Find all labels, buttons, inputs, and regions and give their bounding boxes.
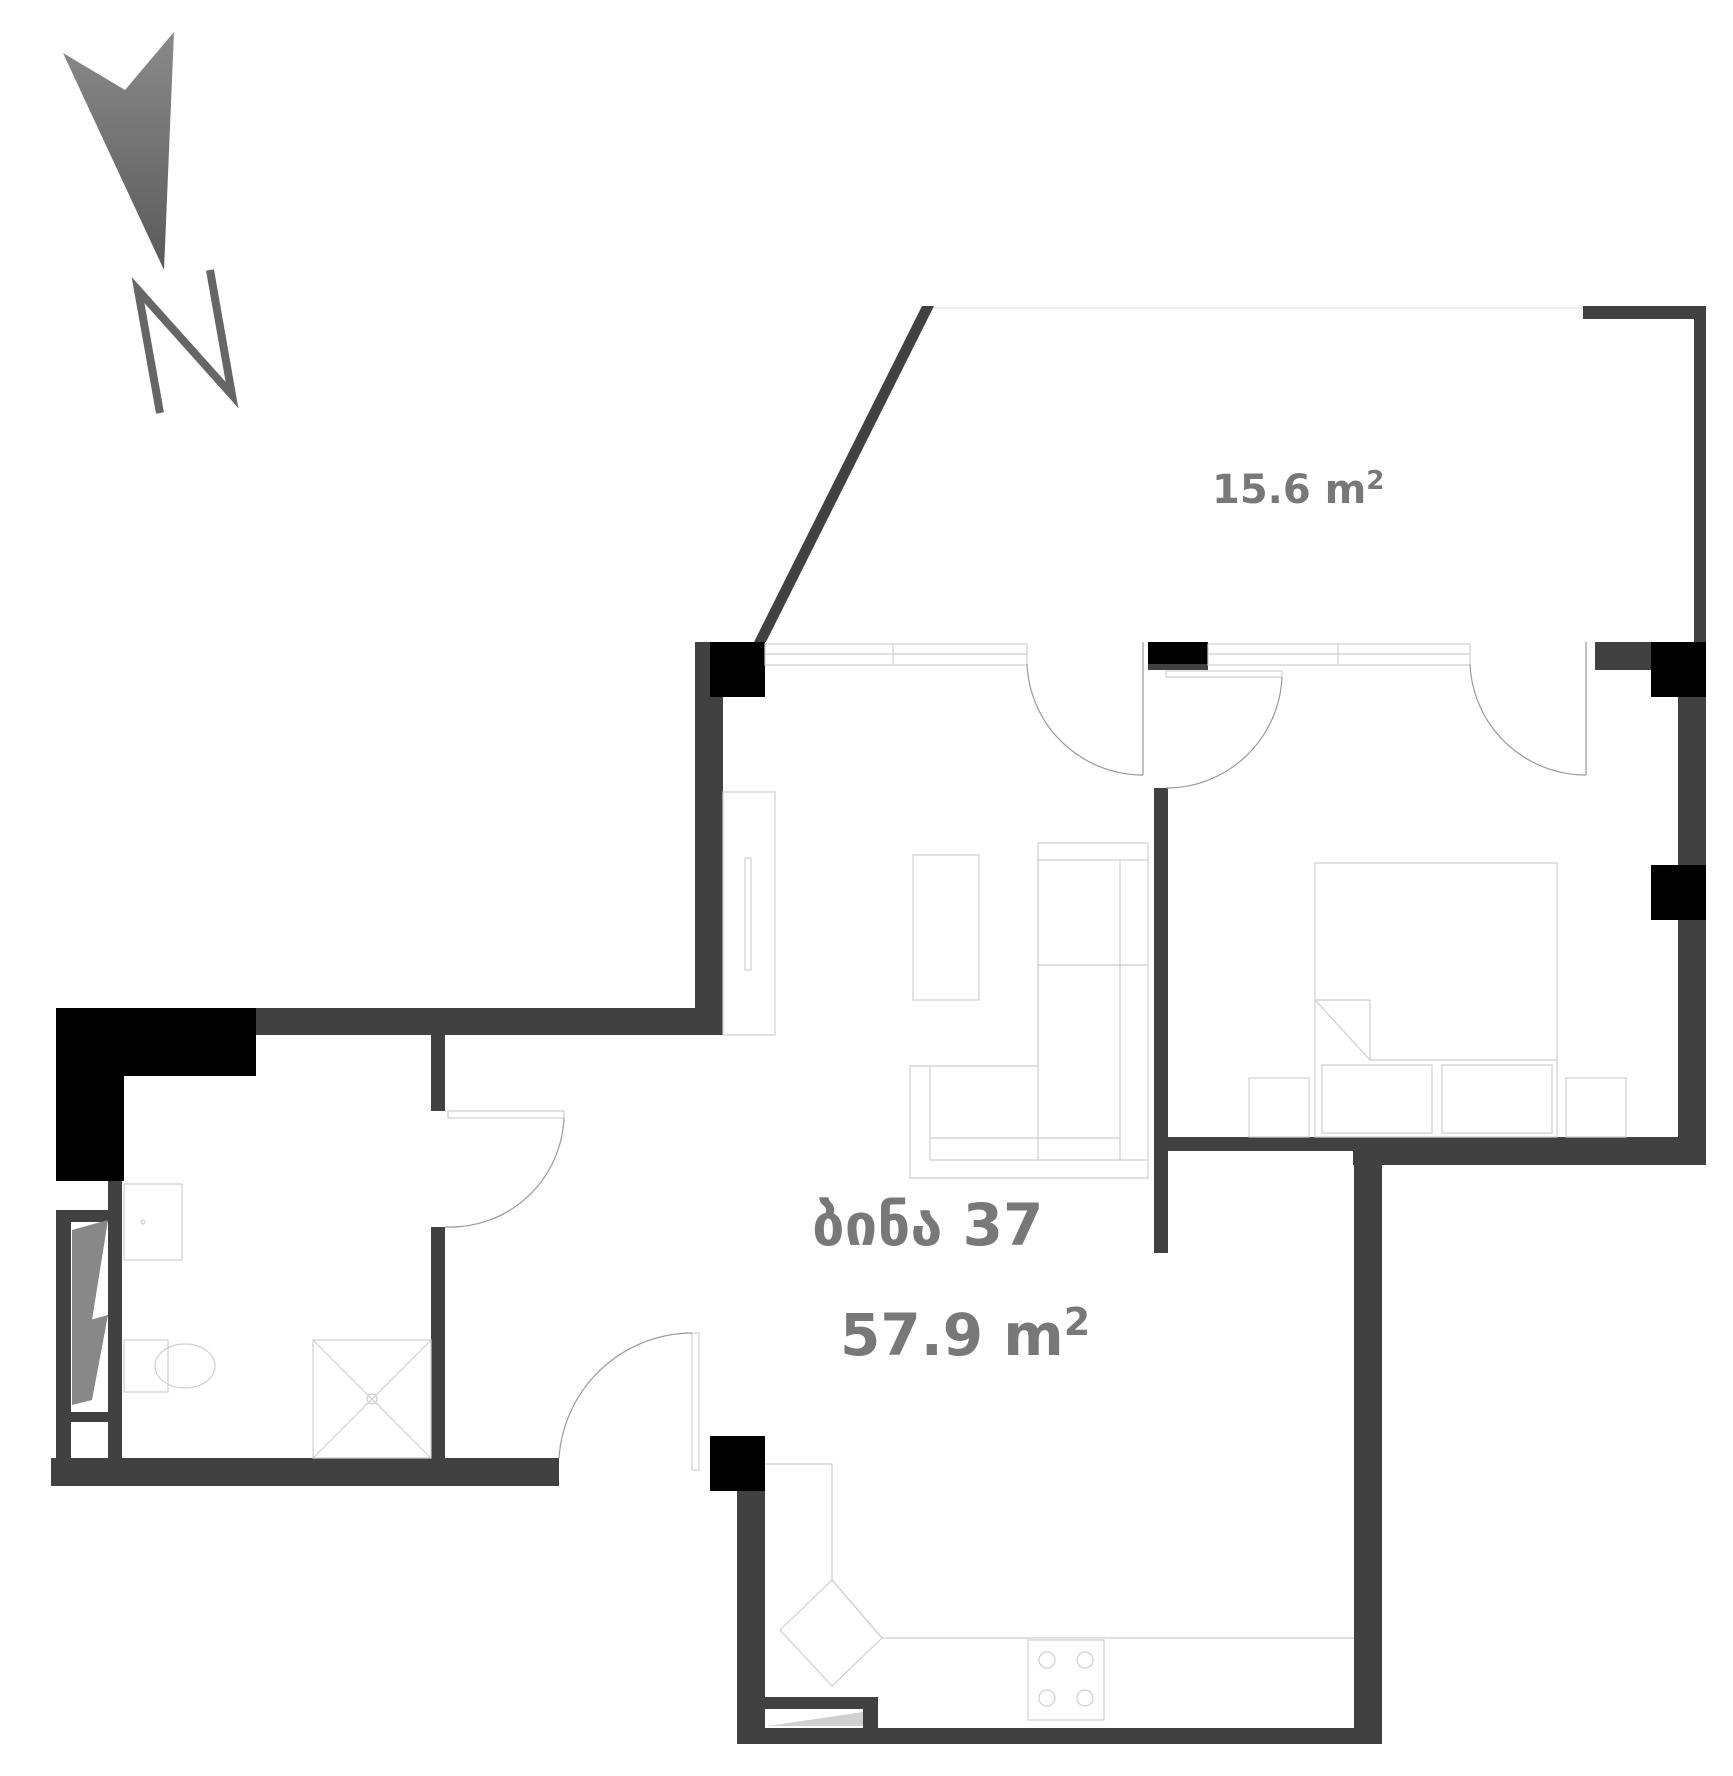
apartment-name-label: ბინა 37 (812, 1191, 1043, 1259)
toilet-icon (123, 1339, 169, 1393)
sofa (909, 842, 1149, 1179)
north-arrow-icon (63, 32, 239, 414)
balcony-area-label: 15.6 m2 (1212, 466, 1384, 513)
structural-columns (56, 642, 1706, 1491)
doors (444, 642, 1587, 1471)
pillow-right (1441, 1064, 1553, 1134)
windows (764, 643, 1471, 666)
north-letter-icon (131, 269, 239, 414)
pillow-left (1321, 1064, 1433, 1134)
living-room-furniture (722, 791, 1149, 1179)
nightstand-left (1248, 1077, 1310, 1138)
coffee-table (912, 854, 980, 1001)
bathroom-fixtures (72, 1183, 432, 1459)
nightstand-right (1565, 1077, 1627, 1138)
balcony-walls (754, 306, 1706, 644)
sink-icon (123, 1183, 183, 1261)
bedroom-furniture (1248, 862, 1627, 1138)
tv-cabinet (722, 791, 776, 1036)
stove-icon (1027, 1639, 1105, 1721)
apartment-area-label: 57.9 m2 (840, 1300, 1090, 1369)
tv-icon (744, 857, 752, 971)
shower-icon (312, 1339, 432, 1459)
kitchen-fixtures (765, 1463, 1354, 1721)
shelf-icon (72, 1220, 108, 1330)
kitchen-sink-icon (779, 1579, 883, 1687)
kitchen-counter (765, 1463, 1354, 1639)
